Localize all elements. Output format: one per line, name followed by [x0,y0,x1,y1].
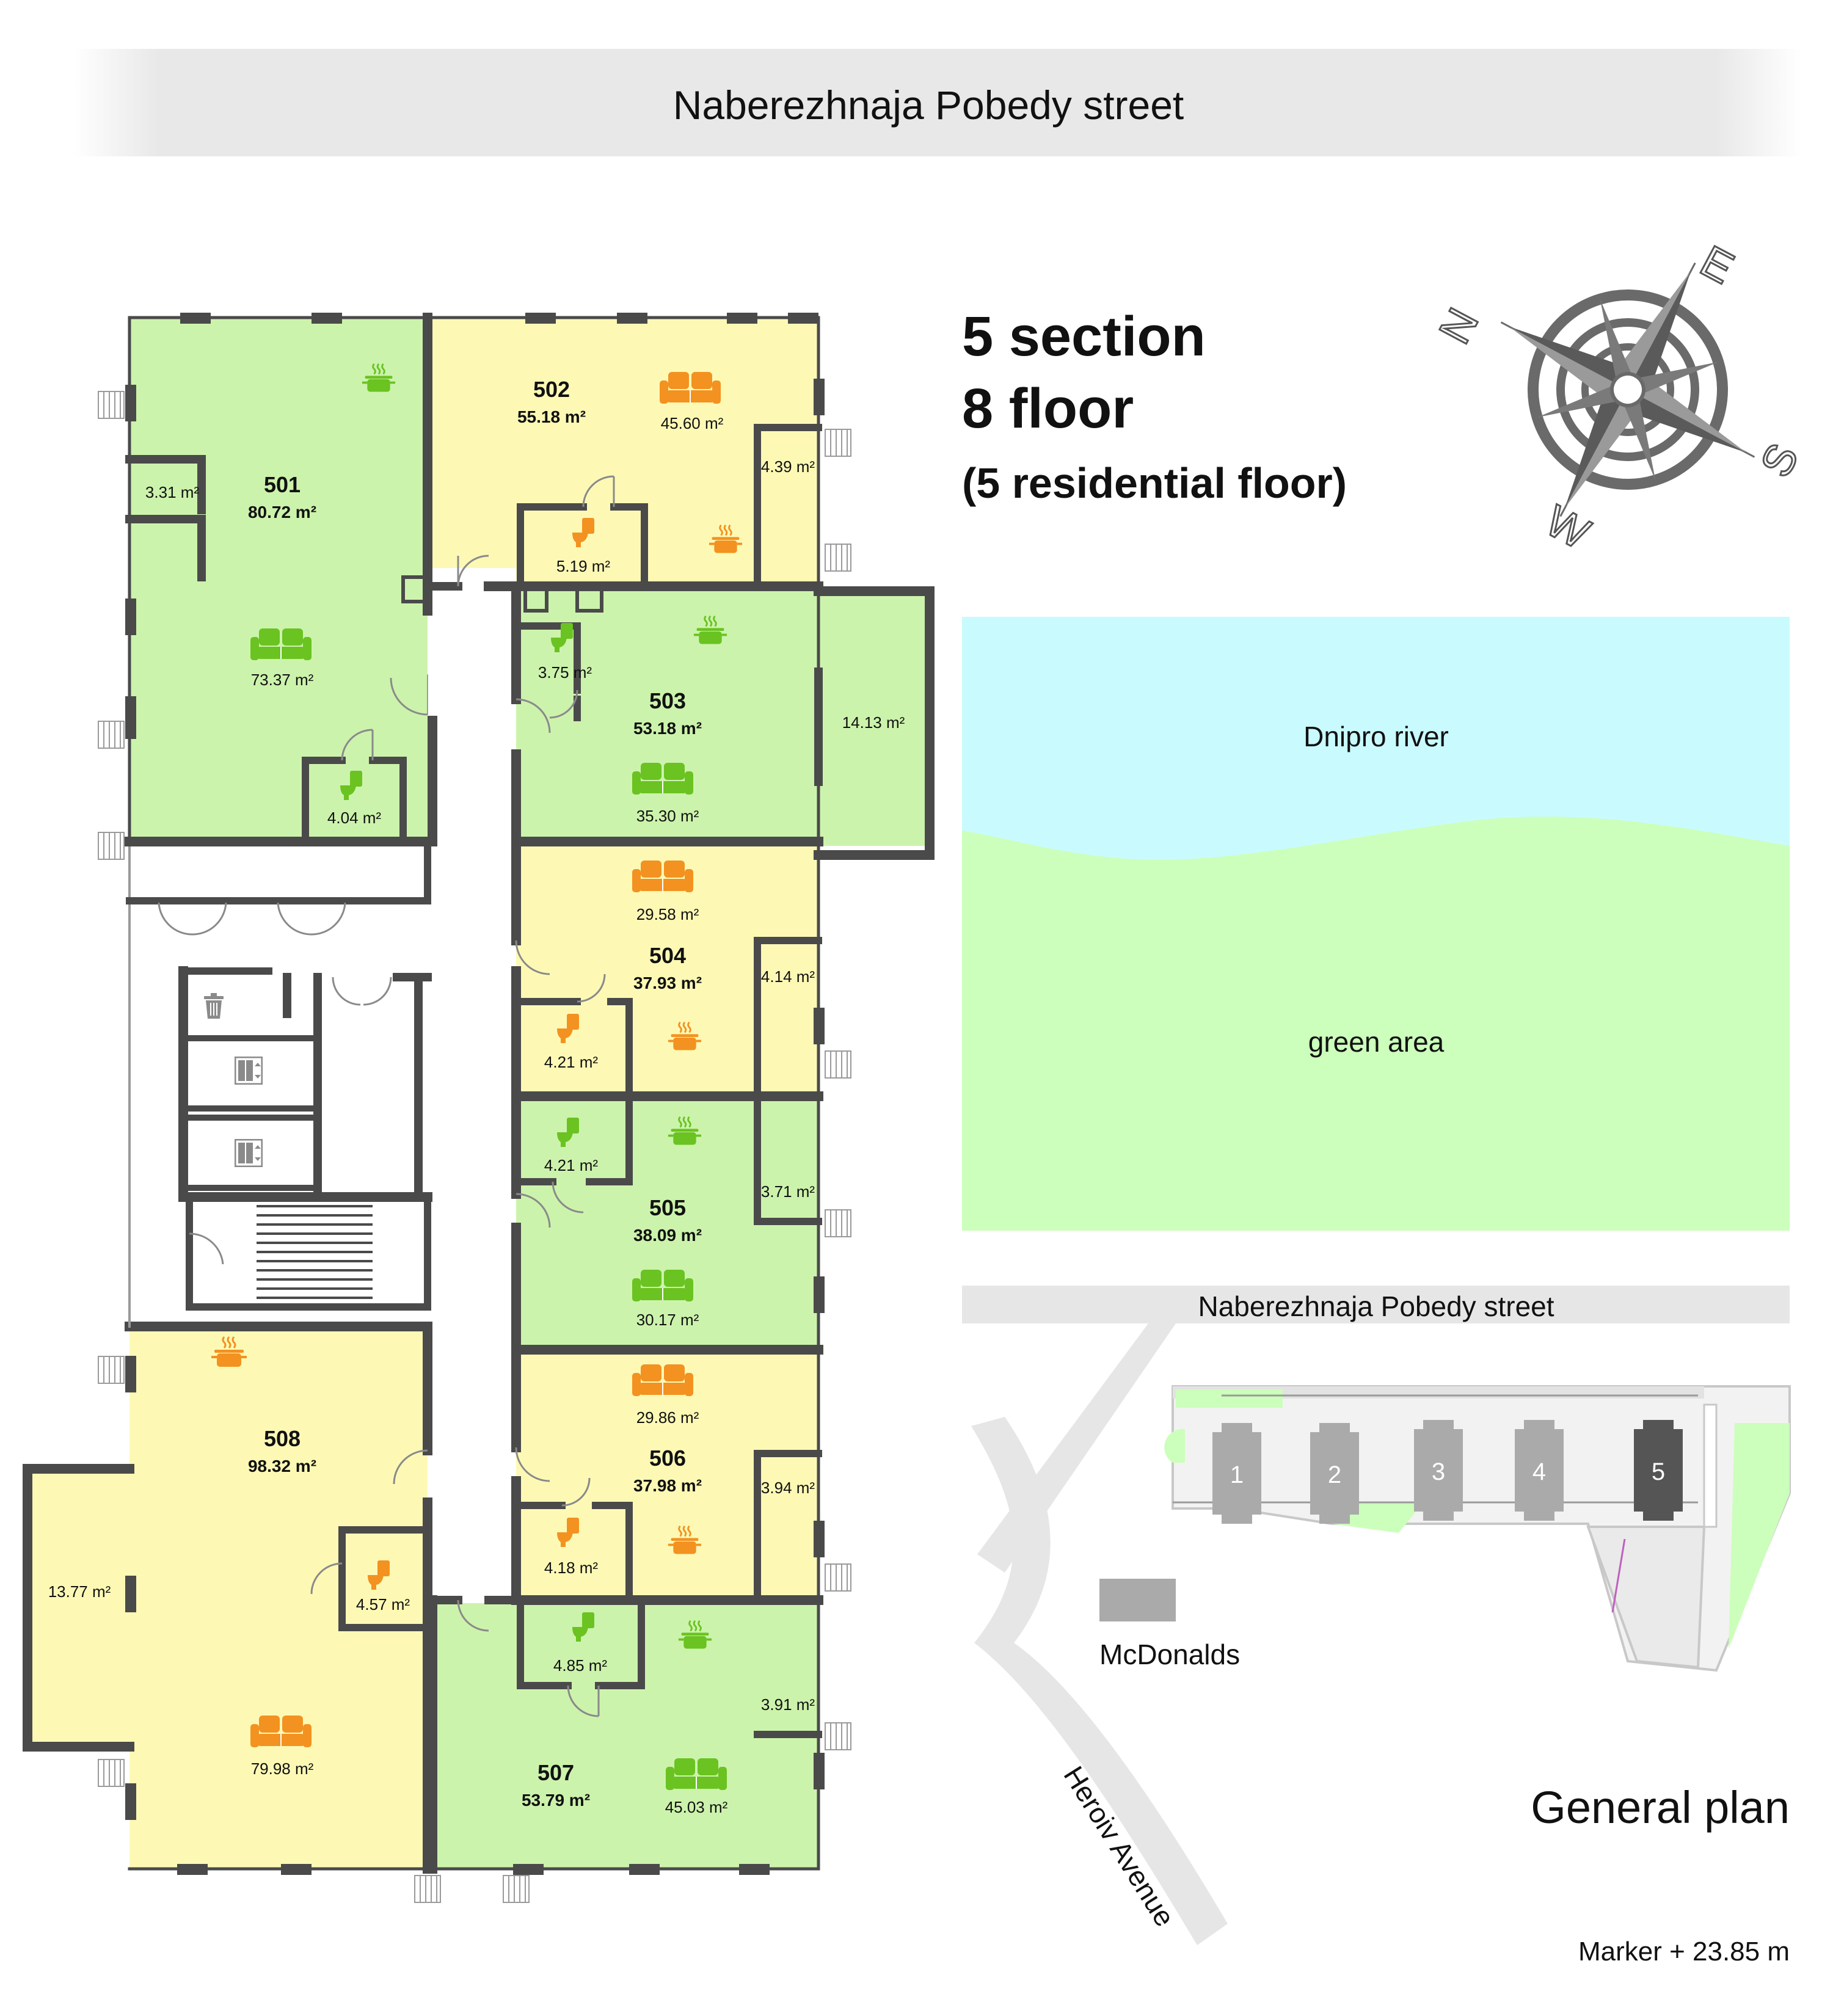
marker-level: Marker + 23.85 m [1578,1937,1790,1967]
heroiv-avenue-road [971,1417,1228,1945]
apartment-501-fill [129,318,428,842]
building-1 [1212,1423,1261,1524]
residential-floor-title: (5 residential floor) [962,459,1347,507]
apartment-502-fill [432,318,818,586]
top-street-label: Naberezhnaja Pobedy street [673,82,1184,128]
room-area: 4.85 m² [553,1656,607,1675]
room-area: 4.39 m² [761,457,815,476]
apartment-507-fill [432,1603,818,1869]
apartment-total-area: 38.09 m² [633,1226,702,1245]
stair-treads [257,1205,373,1299]
apartment-total-area: 53.79 m² [522,1791,590,1810]
room-area: 3.31 m² [145,483,199,501]
site-building-labels: 1 2 3 4 5 [1230,1458,1665,1488]
section-heading: 5 section 8 floor (5 residential floor) [962,305,1347,507]
apartment-number: 502 [533,377,570,402]
apartment-total-area: 98.32 m² [248,1457,316,1476]
building-label: 5 [1652,1458,1665,1485]
street-road [962,1286,1790,1323]
building-label: 2 [1328,1461,1341,1488]
room-area: 13.77 m² [48,1582,111,1601]
room-area: 3.94 m² [761,1479,815,1497]
compass-east: E [1693,236,1741,293]
corridor-floor [428,591,516,1600]
apartment-total-area: 37.93 m² [633,973,702,992]
room-area: 3.71 m² [761,1182,815,1201]
map-street-label: Naberezhnaja Pobedy street [1198,1290,1554,1322]
room-area: 4.57 m² [356,1595,410,1614]
door-swings [158,475,615,1717]
apartment-total-area: 37.98 m² [633,1476,702,1495]
walls [23,313,935,1874]
mcdonalds-label: McDonalds [1099,1639,1240,1670]
room-area: 14.13 m² [842,713,905,732]
room-area: 3.91 m² [761,1695,815,1714]
apartment-number: 508 [264,1426,301,1451]
mcdonalds-building [1099,1579,1176,1621]
apartment-number: 507 [538,1760,574,1785]
building-label: 3 [1432,1458,1445,1485]
room-area: 4.21 m² [544,1156,598,1174]
building-label: 1 [1230,1461,1244,1488]
floor-title: 8 floor [962,377,1134,440]
room-area: 29.86 m² [636,1408,699,1427]
apartment-508-fill [24,1326,428,1869]
site-plan [1164,1385,1791,1672]
building-5 [1634,1420,1683,1521]
river-label: Dnipro river [1303,721,1449,752]
building-4 [1515,1420,1564,1521]
room-area: 4.14 m² [761,967,815,986]
apartment-total-area: 55.18 m² [517,407,586,426]
dnipro-river [962,617,1790,860]
general-plan-title: General plan [1531,1782,1790,1833]
apartment-number: 501 [264,472,301,497]
general-plan-map: Dnipro river green area Naberezhnaja Pob… [962,617,1791,1967]
room-area: 73.37 m² [251,671,314,689]
apartment-number: 504 [649,943,686,968]
apartment-number: 505 [649,1195,686,1220]
building-label: 4 [1532,1458,1546,1485]
building-3 [1414,1420,1463,1521]
apartment-labels: 501 80.72 m² 3.31 m² 73.37 m² 4.04 m² 50… [48,377,905,1816]
room-area: 4.18 m² [544,1559,598,1577]
room-area: 5.19 m² [556,557,610,575]
green-area-label: green area [1308,1026,1445,1058]
room-area: 30.17 m² [636,1311,699,1329]
room-area: 3.75 m² [538,663,592,682]
building-2 [1310,1423,1359,1524]
compass-south: S [1751,436,1808,485]
elevator-icon [235,1057,263,1085]
room-area: 79.98 m² [251,1759,314,1778]
top-street-bar [73,49,1802,156]
apartment-number: 506 [649,1446,686,1471]
elevator-icon [235,1139,263,1167]
room-area: 29.58 m² [636,905,699,923]
room-area: 4.04 m² [327,809,381,827]
compass-west: W [1537,497,1597,559]
compass-rose [1500,262,1755,517]
apartment-total-area: 53.18 m² [633,719,702,738]
trash-bin-icon [203,992,224,1019]
room-area: 4.21 m² [544,1053,598,1071]
apartment-503-fill [516,591,925,846]
apartment-total-area: 80.72 m² [248,503,316,522]
compass-north: N [1430,300,1488,351]
room-area: 45.03 m² [665,1798,728,1816]
section-title: 5 section [962,305,1206,368]
wall-pillars [125,313,825,1875]
room-area: 35.30 m² [636,807,699,825]
room-area: 45.60 m² [661,414,724,432]
site-buildings [1212,1420,1683,1524]
apartment-number: 503 [649,688,686,713]
